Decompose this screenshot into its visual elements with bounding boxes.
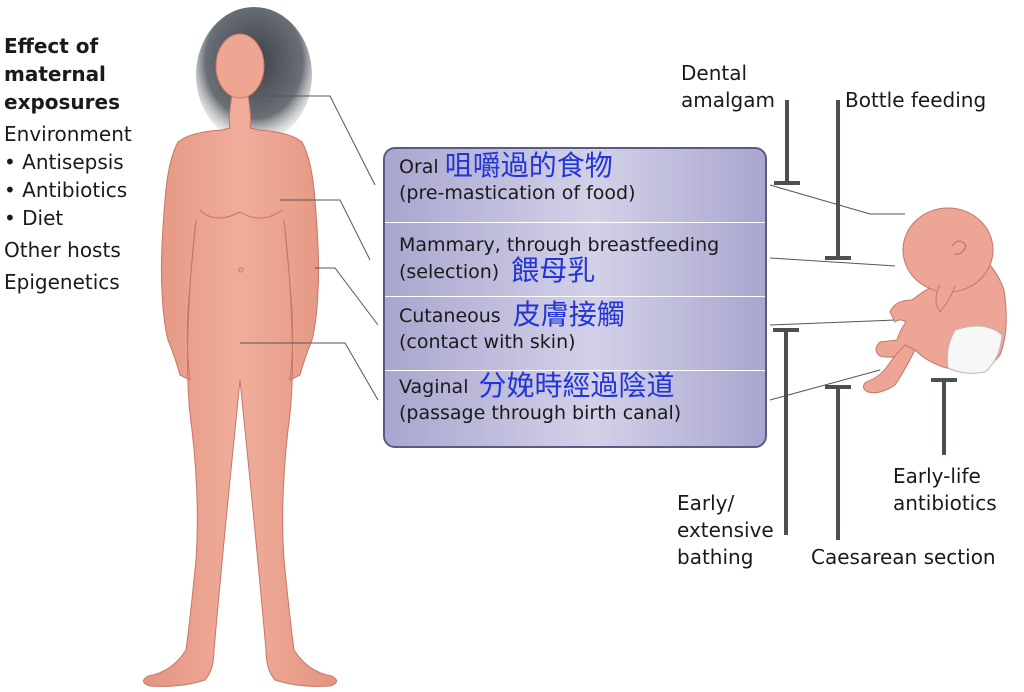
route-mammary-label: Mammary, through breastfeeding: [399, 234, 720, 256]
dental-line-2: amalgam: [681, 88, 775, 112]
bathing-line-1: Early/: [677, 491, 735, 515]
route-cutaneous-cjk: 皮膚接觸: [512, 298, 625, 331]
caesarean-label: Caesarean section: [811, 545, 996, 569]
connector-infant-mammary: [769, 257, 896, 267]
inhibitor-antibiotics: [931, 378, 957, 455]
inhibitor-bottle-feeding: [825, 100, 851, 260]
route-cutaneous-detail: (contact with skin): [399, 331, 576, 353]
connector-cutaneous: [315, 267, 379, 326]
navel-mark: [238, 267, 244, 273]
chest-contour: [199, 209, 283, 219]
connector-mammary: [280, 199, 371, 261]
route-vaginal-label: Vaginal: [399, 376, 469, 398]
bullet-antisepsis: • Antisepsis: [4, 150, 124, 174]
inhibitor-bathing: [773, 328, 799, 535]
title-line-2: maternal: [4, 62, 106, 86]
infant-head: [902, 207, 994, 293]
epigenetics-label: Epigenetics: [4, 270, 120, 294]
connector-oral: [250, 95, 376, 186]
route-mammary: Mammary, through breastfeeding (selectio…: [385, 222, 765, 297]
route-cutaneous: Cutaneous 皮膚接觸 (contact with skin): [385, 296, 765, 371]
infant-ear: [951, 240, 967, 255]
title-line-3: exposures: [4, 90, 120, 114]
infant-figure: [862, 207, 1007, 394]
route-mammary-cjk: 餵母乳: [511, 254, 596, 287]
other-hosts-label: Other hosts: [4, 238, 121, 262]
woman-figure: [143, 7, 337, 687]
bathing-label: Early/ extensive bathing: [677, 490, 774, 571]
route-mammary-detail: (selection): [399, 261, 500, 283]
connector-infant-oral: [769, 184, 905, 215]
route-cutaneous-label: Cutaneous: [399, 305, 501, 327]
route-oral-detail: (pre-mastication of food): [399, 182, 636, 204]
inhibitor-dental-amalgam: [774, 100, 800, 185]
panel-title: Effect of maternal exposures: [4, 32, 132, 116]
infant-diaper: [946, 325, 1003, 374]
woman-head: [215, 33, 265, 99]
antibiotics-line-2: antibiotics: [893, 491, 997, 515]
environment-label: Environment: [4, 122, 132, 146]
bullet-diet: • Diet: [4, 206, 64, 230]
bathing-line-3: bathing: [677, 545, 754, 569]
route-vaginal: Vaginal 分娩時經過陰道 (passage through birth ca…: [385, 369, 765, 446]
connector-infant-cutaneous: [769, 319, 896, 326]
route-oral-label: Oral: [399, 156, 439, 178]
bottle-feeding-label: Bottle feeding: [845, 88, 987, 112]
woman-body: [143, 94, 337, 687]
bathing-line-2: extensive: [677, 518, 774, 542]
title-line-1: Effect of: [4, 34, 99, 58]
infant-leg: [862, 344, 916, 394]
infant-arm: [935, 284, 956, 313]
early-life-antibiotics-label: Early-life antibiotics: [893, 463, 997, 517]
maternal-connectors: [240, 95, 379, 401]
bullet-antibiotics: • Antibiotics: [4, 178, 128, 202]
dental-amalgam-label: Dental amalgam: [681, 60, 775, 114]
antibiotics-line-1: Early-life: [893, 464, 981, 488]
route-oral-cjk: 咀嚼過的食物: [444, 149, 613, 182]
connector-vaginal: [240, 342, 379, 401]
inhibitors: [773, 100, 957, 540]
maternal-exposures-panel: Effect of maternal exposures Environment…: [4, 32, 132, 296]
route-vaginal-cjk: 分娩時經過陰道: [478, 369, 675, 402]
route-vaginal-detail: (passage through birth canal): [399, 402, 682, 424]
dental-line-1: Dental: [681, 61, 748, 85]
inhibitor-caesarean: [825, 385, 851, 540]
